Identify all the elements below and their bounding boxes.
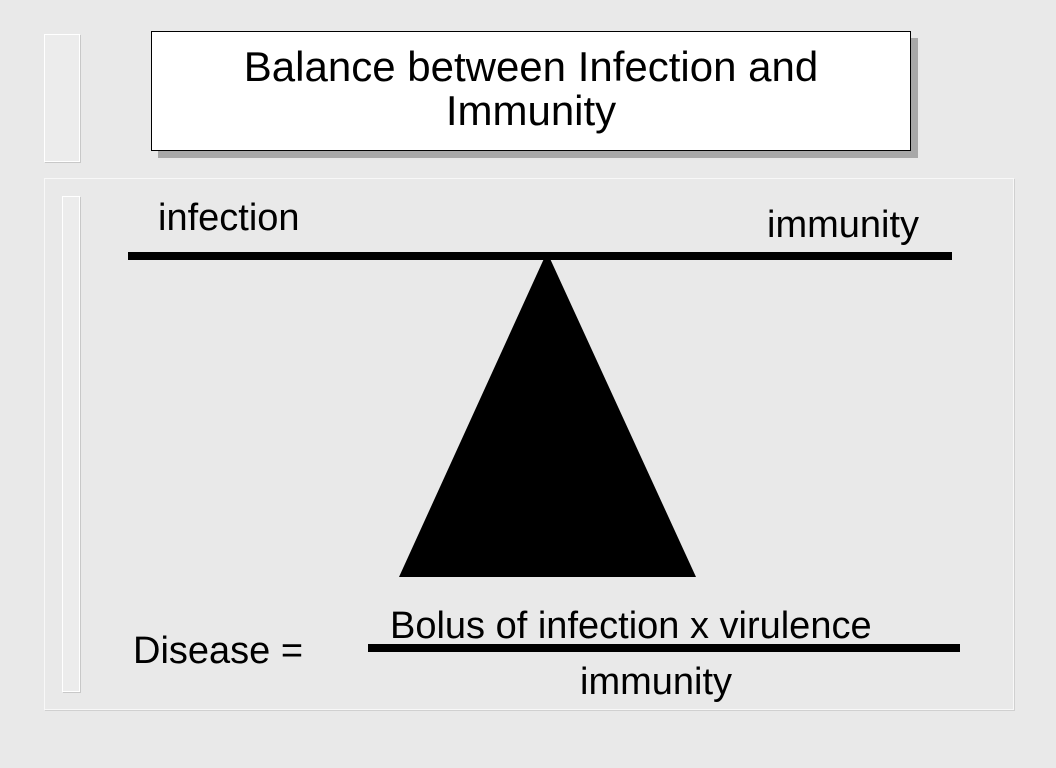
title-frame-bar	[44, 34, 80, 162]
content-frame-bar	[62, 196, 80, 692]
fraction-denominator: immunity	[580, 661, 733, 703]
disease-label: Disease =	[133, 630, 304, 672]
fraction-numerator: Bolus of infection x virulence	[390, 605, 872, 647]
content-panel	[44, 178, 1014, 710]
slide-title: Balance between Infection and Immunity	[243, 43, 819, 134]
fraction-bar	[368, 644, 960, 652]
fulcrum-triangle	[399, 252, 696, 577]
title-box: Balance between Infection and Immunity	[151, 31, 911, 151]
infection-label: infection	[158, 197, 300, 239]
immunity-label: immunity	[767, 204, 920, 246]
balance-beam	[128, 252, 952, 260]
